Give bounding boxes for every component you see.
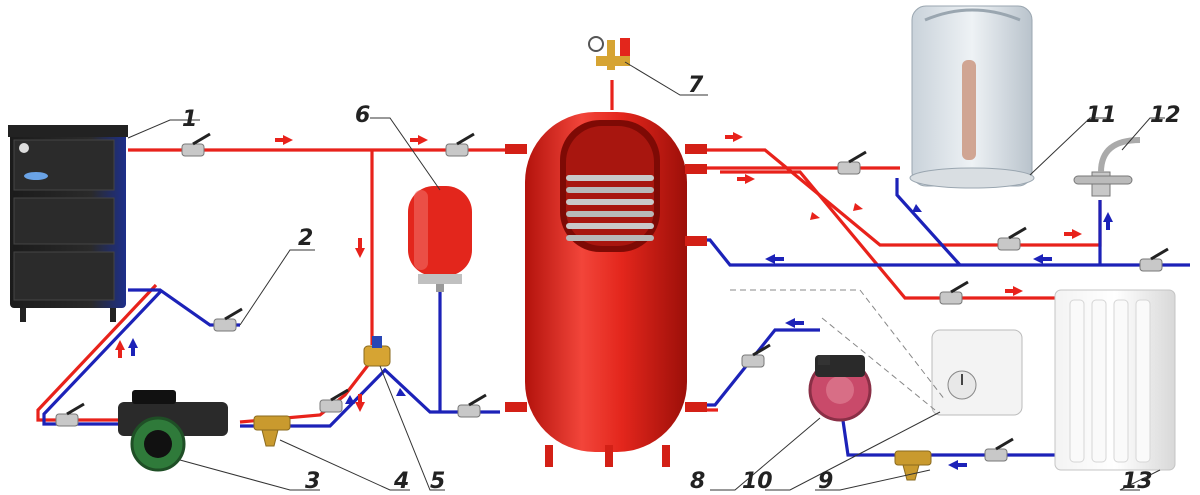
label-2: 2 (298, 226, 313, 251)
safety-group-icon (588, 36, 630, 70)
label-12: 12 (1150, 103, 1181, 128)
strainer-icon (253, 415, 932, 481)
number-labels: 1 2 3 4 5 6 7 8 9 10 11 12 13 (182, 73, 1181, 494)
ball-valve-icon (55, 132, 1169, 462)
circulation-pump-icon (808, 355, 872, 422)
circulation-pump-icon (118, 390, 228, 472)
mixing-valve-icon (363, 336, 391, 367)
thermostat-icon (931, 329, 1023, 416)
mixer-tap-icon (1073, 137, 1141, 197)
label-10: 10 (742, 469, 773, 494)
buffer-tank-icon (505, 112, 707, 467)
expansion-tank-icon (408, 186, 472, 292)
label-8: 8 (690, 469, 705, 494)
label-3: 3 (305, 469, 320, 494)
leader-lines (127, 61, 1165, 491)
flow-arrows (115, 132, 1113, 470)
shower-cabin-icon (909, 5, 1035, 189)
label-6: 6 (355, 103, 370, 128)
label-1: 1 (182, 107, 197, 132)
label-13: 13 (1122, 469, 1153, 494)
label-7: 7 (688, 73, 704, 98)
heat-coil (566, 175, 654, 241)
label-5: 5 (430, 469, 445, 494)
hot-pipes (36, 80, 1102, 424)
label-9: 9 (818, 469, 833, 494)
label-11: 11 (1086, 103, 1117, 128)
radiator-icon (1054, 289, 1176, 471)
boiler-icon (8, 125, 128, 322)
label-4: 4 (393, 469, 409, 494)
